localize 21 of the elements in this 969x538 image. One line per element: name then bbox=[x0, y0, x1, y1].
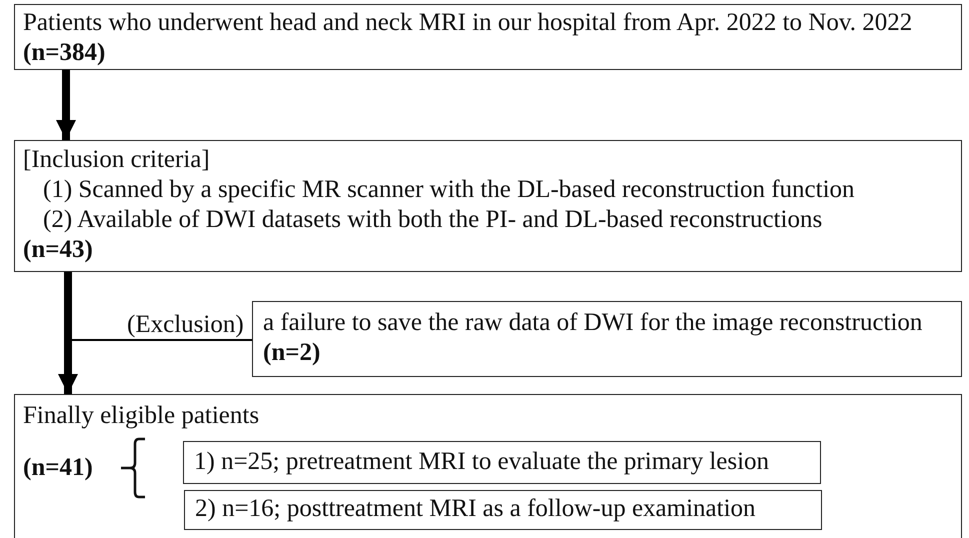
box-text: Finally eligible patients bbox=[23, 401, 260, 431]
box-text: [Inclusion criteria] bbox=[23, 145, 211, 175]
box-text: a failure to save the raw data of DWI for the image reconstruction bbox=[263, 308, 924, 338]
count-label: (n=2) bbox=[263, 338, 322, 368]
count-label: (n=41) bbox=[23, 453, 93, 483]
edge-label: (Exclusion) bbox=[126, 312, 245, 337]
count-label: (n=384) bbox=[23, 38, 106, 68]
arrow bbox=[58, 272, 78, 394]
box-text: (2) Available of DWI datasets with both the PI- and DL-based reconstructions bbox=[42, 205, 824, 235]
box-text: (1) Scanned by a specific MR scanner with the DL-based reconstruction function bbox=[42, 175, 856, 205]
process-box bbox=[184, 490, 822, 530]
process-box bbox=[183, 441, 821, 484]
count-label: (n=43) bbox=[23, 235, 94, 265]
arrow bbox=[56, 70, 76, 140]
box-text: 1) n=25; pretreatment MRI to evaluate the primary lesion bbox=[194, 447, 770, 477]
box-text: 2) n=16; posttreatment MRI as a follow-up examination bbox=[195, 494, 757, 524]
process-box bbox=[14, 394, 962, 538]
process-box bbox=[252, 301, 962, 377]
process-box bbox=[14, 4, 962, 70]
process-box bbox=[14, 140, 962, 272]
box-text: Patients who underwent head and neck MRI in our hospital from Apr. 2022 to Nov. 2022 bbox=[23, 8, 914, 38]
